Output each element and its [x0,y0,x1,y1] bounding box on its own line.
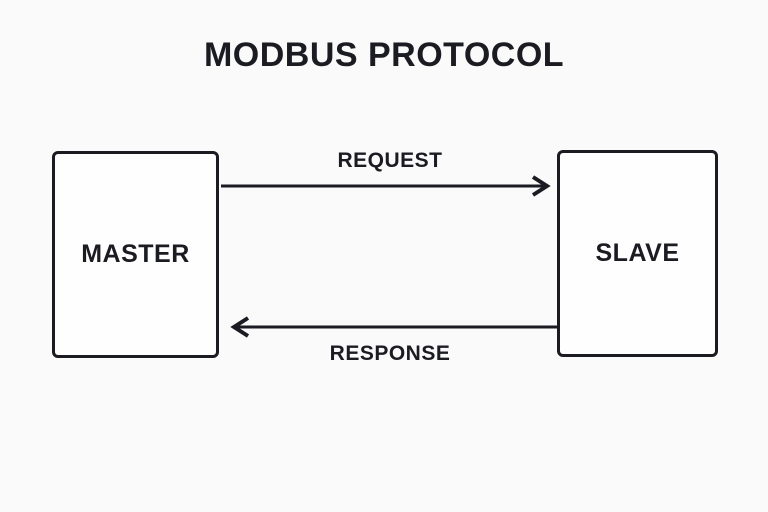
request-arrow [221,175,551,197]
diagram-title: MODBUS PROTOCOL [203,36,565,74]
slave-node-label: SLAVE [595,239,680,267]
response-arrow [230,316,557,338]
response-arrow-label: RESPONSE [329,342,451,365]
slave-node: SLAVE [557,150,718,357]
request-arrow-label: REQUEST [337,149,443,172]
master-node: MASTER [52,151,219,358]
master-node-label: MASTER [81,240,190,268]
